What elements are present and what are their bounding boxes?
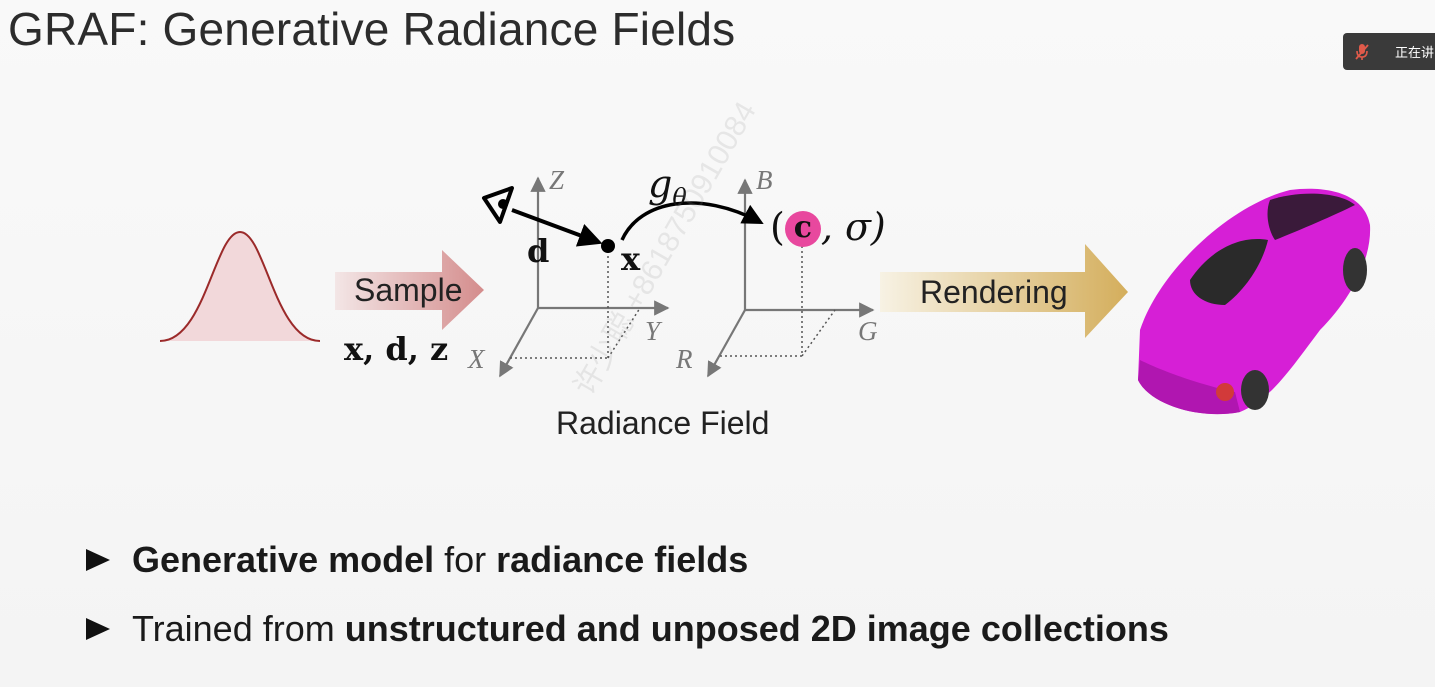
speaking-indicator[interactable]: 正在讲	[1343, 33, 1435, 70]
network-label: gθ	[648, 162, 687, 212]
point-label: x	[621, 240, 641, 278]
radiance-field-label: Radiance Field	[556, 405, 770, 441]
speaking-text: 正在讲	[1395, 45, 1435, 60]
sample-variables: x, d, z	[344, 330, 449, 368]
xyz-axes	[499, 176, 670, 378]
axis-z-label: Z	[549, 165, 565, 195]
rgb-axes	[707, 178, 875, 378]
eye-icon	[482, 186, 514, 224]
sample-label: Sample	[354, 272, 463, 308]
rendering-arrow	[880, 244, 1128, 338]
bullet-triangle-icon	[86, 549, 110, 571]
color-output-highlight: c	[784, 211, 821, 247]
bullet-item: Generative model for radiance fields	[86, 535, 1169, 585]
bullet-triangle-icon	[86, 618, 110, 640]
mic-muted-icon	[1353, 43, 1371, 61]
ray-direction-label: d	[527, 232, 550, 270]
axis-b-label: B	[756, 165, 773, 195]
rendered-car	[1138, 188, 1371, 415]
axis-x-label: X	[468, 344, 485, 374]
sample-arrow	[335, 250, 484, 330]
bullet-list: Generative model for radiance fields Tra…	[86, 535, 1169, 673]
rendering-label: Rendering	[920, 274, 1068, 310]
axis-g-label: G	[858, 316, 878, 346]
ray-arrow	[511, 208, 603, 247]
slide-title: GRAF: Generative Radiance Fields	[8, 3, 736, 55]
axis-r-label: R	[676, 344, 693, 374]
sample-point	[601, 239, 615, 253]
network-arrow	[620, 201, 764, 241]
bullet-item: Trained from unstructured and unposed 2D…	[86, 604, 1169, 654]
gaussian-distribution	[159, 230, 321, 342]
radiance-output: (c, σ)	[770, 205, 886, 249]
axis-y-label: Y	[645, 316, 661, 346]
